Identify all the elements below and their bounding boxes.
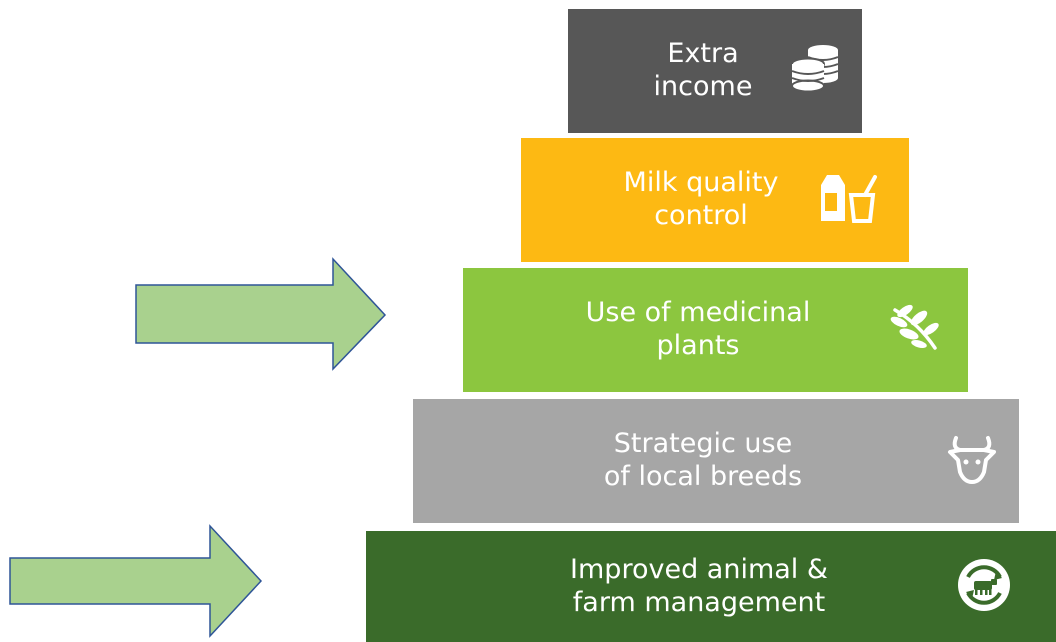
- tier-label: Strategic use of local breeds: [603, 428, 803, 492]
- cow-cycle-icon: [956, 557, 1012, 617]
- leaf-branch-icon: [889, 302, 941, 358]
- arrow-to-farm-management: [9, 524, 263, 638]
- tier-label: Extra income: [653, 38, 753, 102]
- tier-farm-management: Improved animal & farm management: [366, 531, 1056, 642]
- tier-milk-quality: Milk quality control: [521, 138, 909, 262]
- coins-icon: [790, 42, 842, 100]
- arrow-to-medicinal-plants: [135, 257, 387, 371]
- tier-local-breeds: Strategic use of local breeds: [413, 399, 1019, 523]
- tier-medicinal-plants: Use of medicinal plants: [463, 268, 968, 392]
- tier-label: Use of medicinal plants: [585, 297, 811, 361]
- tier-label: Improved animal & farm management: [570, 553, 828, 618]
- cow-head-icon: [946, 432, 998, 490]
- milk-carton-glass-icon: [817, 171, 879, 229]
- tier-extra-income: Extra income: [568, 9, 862, 133]
- tier-label: Milk quality control: [623, 167, 779, 231]
